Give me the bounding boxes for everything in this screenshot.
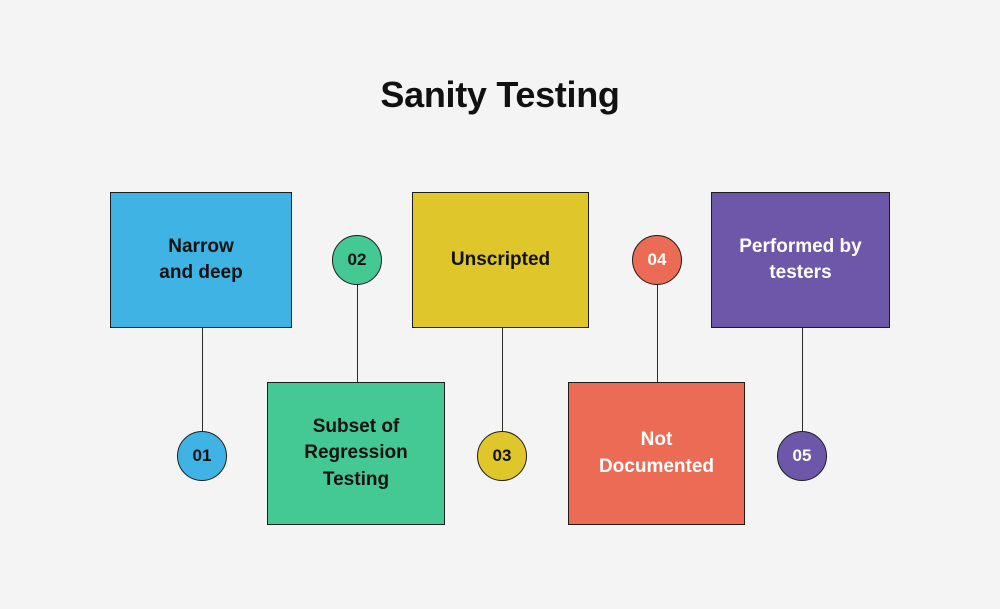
- node-circle-number: 04: [647, 250, 667, 269]
- node-box-label: Not Documented: [598, 429, 715, 477]
- node-box-narrow-and-deep[interactable]: Narrow and deep: [110, 192, 292, 328]
- node-circle-04[interactable]: 04: [632, 235, 682, 285]
- node-box-label: Unscripted: [450, 248, 551, 270]
- connector-line-05: [802, 328, 803, 431]
- node-circle-01[interactable]: 01: [177, 431, 227, 481]
- node-circle-02[interactable]: 02: [332, 235, 382, 285]
- node-circle-03[interactable]: 03: [477, 431, 527, 481]
- node-box-label: Narrow and deep: [159, 235, 243, 283]
- node-circle-number: 05: [792, 446, 812, 465]
- node-box-subset-of-regression-testing[interactable]: Subset of Regression Testing: [267, 382, 445, 525]
- node-circle-05[interactable]: 05: [777, 431, 827, 481]
- connector-line-04: [657, 285, 658, 382]
- connector-line-03: [502, 328, 503, 431]
- node-box-label: Subset of Regression Testing: [304, 416, 408, 490]
- connector-line-02: [357, 285, 358, 382]
- connector-line-01: [202, 328, 203, 431]
- node-box-performed-by-testers[interactable]: Performed by testers: [711, 192, 890, 328]
- node-circle-number: 02: [347, 250, 367, 269]
- node-box-label: Performed by testers: [739, 235, 862, 283]
- node-circle-number: 03: [492, 446, 512, 465]
- node-box-unscripted[interactable]: Unscripted: [412, 192, 589, 328]
- node-circle-number: 01: [192, 446, 212, 465]
- page-title: Sanity Testing: [380, 74, 620, 115]
- node-box-not-documented[interactable]: Not Documented: [568, 382, 745, 525]
